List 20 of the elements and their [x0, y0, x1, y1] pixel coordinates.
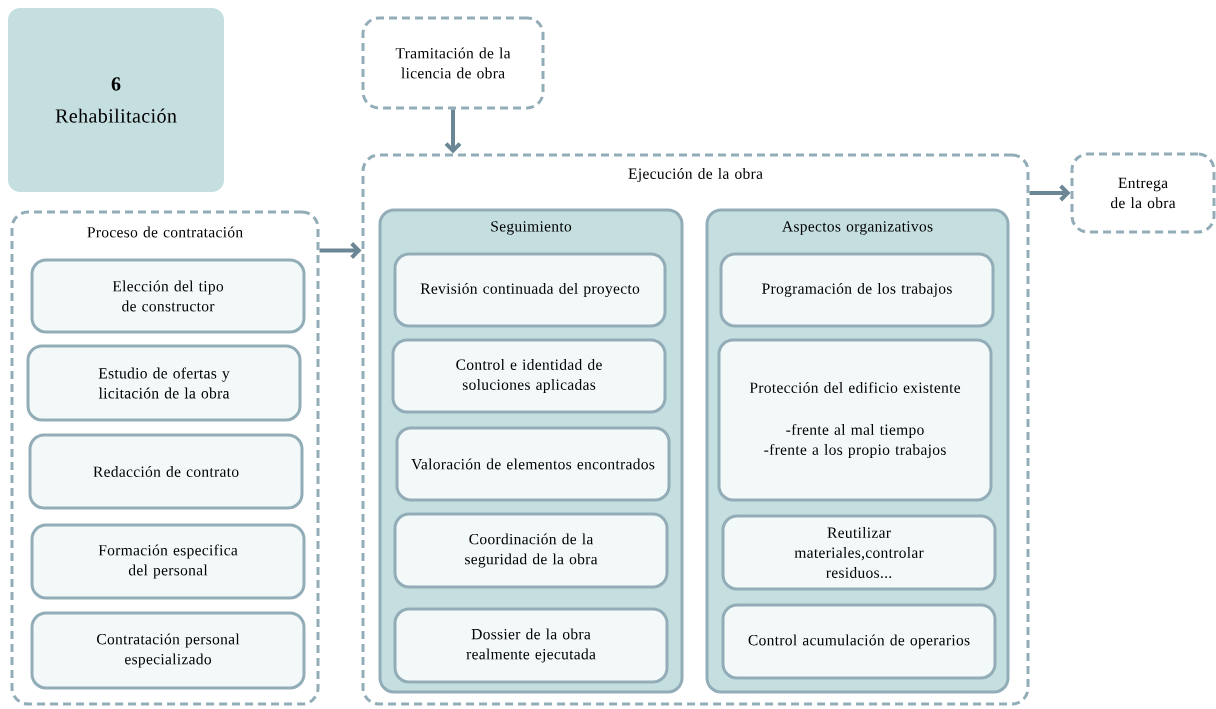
step-box: Coordinación de la seguridad de la obra	[393, 512, 669, 589]
step-box: Protección del edificio existente -frente al mal tiempo -frente a los propio trabajos	[717, 338, 993, 502]
step-box: Programación de los trabajos	[719, 252, 995, 328]
step-box: Control e identidad de soluciones aplicadas	[391, 338, 667, 414]
step-box: Redacción de contrato	[28, 433, 304, 510]
arrow	[319, 242, 362, 259]
process-box: Entrega de la obra	[1070, 152, 1216, 234]
step-box: Elección del tipo de constructor	[30, 258, 306, 334]
step-box: Formación especifica del personal	[30, 523, 306, 600]
step-box: Contratación personal especializado	[30, 611, 306, 690]
title-box: 6 Rehabilitación	[8, 8, 224, 192]
step-box: Valoración de elementos encontrados	[395, 426, 671, 502]
step-box: Control acumulación de operarios	[721, 603, 997, 680]
step-box: Reutilizar materiales,controlar residuos...	[721, 514, 997, 591]
arrow	[1029, 184, 1071, 202]
step-box: Estudio de ofertas y licitación de la obra	[26, 344, 302, 422]
step-box: Dossier de la obra realmente ejecutada	[393, 607, 669, 684]
process-box: Tramitación de la licencia de obra	[361, 16, 545, 110]
step-box: Revisión continuada del proyecto	[393, 252, 667, 328]
arrow	[444, 109, 462, 154]
